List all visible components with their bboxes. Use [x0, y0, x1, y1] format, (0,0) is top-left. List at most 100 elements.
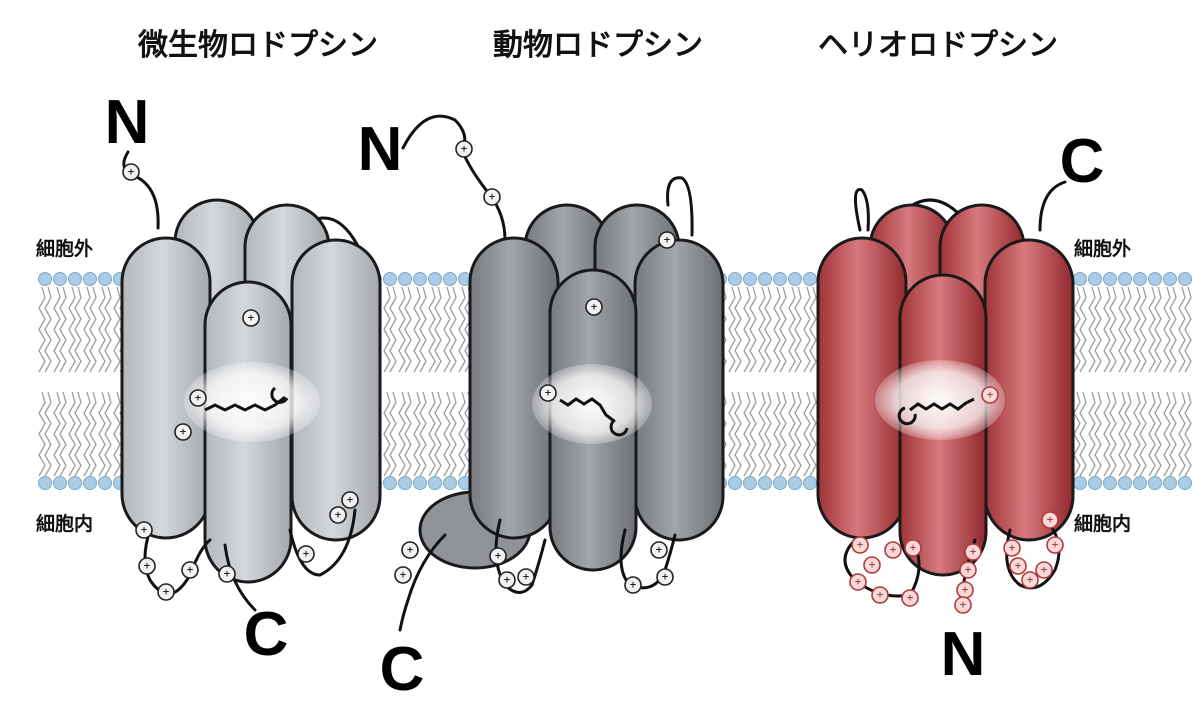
- lipid-head: [444, 477, 457, 490]
- lipid-head: [1089, 273, 1102, 286]
- positive-charge-glyph: +: [194, 394, 202, 404]
- title-animal-rhodopsin: 動物ロドプシン: [493, 28, 703, 63]
- title-microbial-rhodopsin: 微生物ロドプシン: [137, 28, 378, 63]
- positive-charge-glyph: +: [961, 586, 969, 596]
- positive-charge-glyph: +: [854, 578, 862, 588]
- lipid-tail: [114, 392, 120, 476]
- lipid-tail: [1095, 287, 1101, 372]
- lipid-tail: [744, 392, 750, 476]
- lipid-tail: [750, 392, 756, 476]
- lipid-tail: [90, 392, 96, 476]
- positive-charge-glyph: +: [186, 566, 194, 576]
- lipid-tail: [1140, 287, 1146, 372]
- lipid-tail: [1089, 392, 1095, 476]
- extracellular-loop: [855, 190, 868, 231]
- lipid-tail: [54, 287, 60, 372]
- lipid-tail: [84, 287, 90, 372]
- lipid-tail: [765, 392, 771, 476]
- lipid-tail: [459, 392, 465, 476]
- positive-charge-glyph: +: [868, 561, 876, 571]
- lipid-head: [789, 273, 802, 286]
- positive-charge-glyph: +: [663, 236, 671, 246]
- lipid-tail: [729, 287, 735, 372]
- lipid-head: [744, 477, 757, 490]
- lipid-tail: [84, 392, 90, 476]
- lipid-tail: [69, 392, 75, 476]
- positive-charge-glyph: +: [876, 591, 884, 601]
- lipid-tail: [450, 392, 456, 476]
- c-terminus-label: C: [1060, 127, 1105, 196]
- lipid-head: [1164, 273, 1177, 286]
- lipid-tail: [1179, 287, 1185, 372]
- lipid-tail: [414, 392, 420, 476]
- positive-charge-glyph: +: [1008, 544, 1016, 554]
- lipid-head: [399, 477, 412, 490]
- positive-charge-glyph: +: [1051, 541, 1059, 551]
- label-intracellular-left: 細胞内: [36, 512, 93, 535]
- n-terminal-loop: [124, 152, 158, 228]
- title-heliorhodopsin: ヘリオロドプシン: [818, 28, 1058, 63]
- positive-charge-glyph: +: [460, 145, 468, 155]
- positive-charge-glyph: +: [162, 588, 170, 598]
- positive-charge-glyph: +: [909, 544, 917, 554]
- lipid-head: [429, 477, 442, 490]
- lipid-tail: [1074, 392, 1080, 476]
- positive-charge-glyph: +: [503, 576, 511, 586]
- lipid-head: [39, 273, 52, 286]
- lipid-head: [99, 273, 112, 286]
- lipid-tail: [45, 287, 51, 372]
- lipid-head: [84, 273, 97, 286]
- lipid-tail: [804, 287, 810, 372]
- lipid-tail: [1155, 392, 1161, 476]
- lipid-tail: [1179, 392, 1185, 476]
- lipid-tail: [795, 392, 801, 476]
- lipid-head: [774, 273, 787, 286]
- lipid-tail: [774, 392, 780, 476]
- n-terminus-label: N: [105, 88, 150, 157]
- lipid-tail: [384, 392, 390, 476]
- lipid-tail: [780, 392, 786, 476]
- lipid-tail: [105, 287, 111, 372]
- lipid-head: [774, 477, 787, 490]
- lipid-tail: [384, 287, 390, 372]
- lipid-tail: [765, 287, 771, 372]
- lipid-tail: [1110, 392, 1116, 476]
- lipid-tail: [429, 287, 435, 372]
- positive-charge-glyph: +: [964, 566, 972, 576]
- positive-charge-glyph: +: [1014, 562, 1022, 572]
- lipid-tail: [780, 287, 786, 372]
- lipid-head: [1134, 273, 1147, 286]
- lipid-tail: [750, 287, 756, 372]
- lipid-tail: [405, 392, 411, 476]
- positive-charge-glyph: +: [522, 573, 530, 583]
- lipid-tail: [789, 392, 795, 476]
- positive-charge-glyph: +: [590, 303, 598, 313]
- positive-charge-glyph: +: [655, 546, 663, 556]
- lipid-tail: [399, 287, 405, 372]
- lipid-tail: [60, 392, 66, 476]
- lipid-head: [744, 273, 757, 286]
- lipid-head: [1074, 477, 1087, 490]
- lipid-tail: [735, 287, 741, 372]
- positive-charge-glyph: +: [302, 550, 310, 560]
- lipid-tail: [1164, 287, 1170, 372]
- lipid-head: [39, 477, 52, 490]
- lipid-tail: [459, 287, 465, 372]
- lipid-tail: [99, 287, 105, 372]
- lipid-head: [1104, 477, 1117, 490]
- n-terminus-label: N: [358, 115, 403, 184]
- lipid-head: [759, 477, 772, 490]
- lipid-tail: [405, 287, 411, 372]
- positive-charge-glyph: +: [629, 581, 637, 591]
- lipid-tail: [69, 287, 75, 372]
- lipid-head: [384, 477, 397, 490]
- lipid-tail: [729, 392, 735, 476]
- lipid-tail: [75, 287, 81, 372]
- lipid-head: [1179, 273, 1192, 286]
- c-terminus-label: C: [380, 635, 425, 702]
- lipid-tail: [810, 287, 816, 372]
- lipid-tail: [1125, 287, 1131, 372]
- positive-charge-glyph: +: [406, 546, 414, 556]
- lipid-tail: [1140, 392, 1146, 476]
